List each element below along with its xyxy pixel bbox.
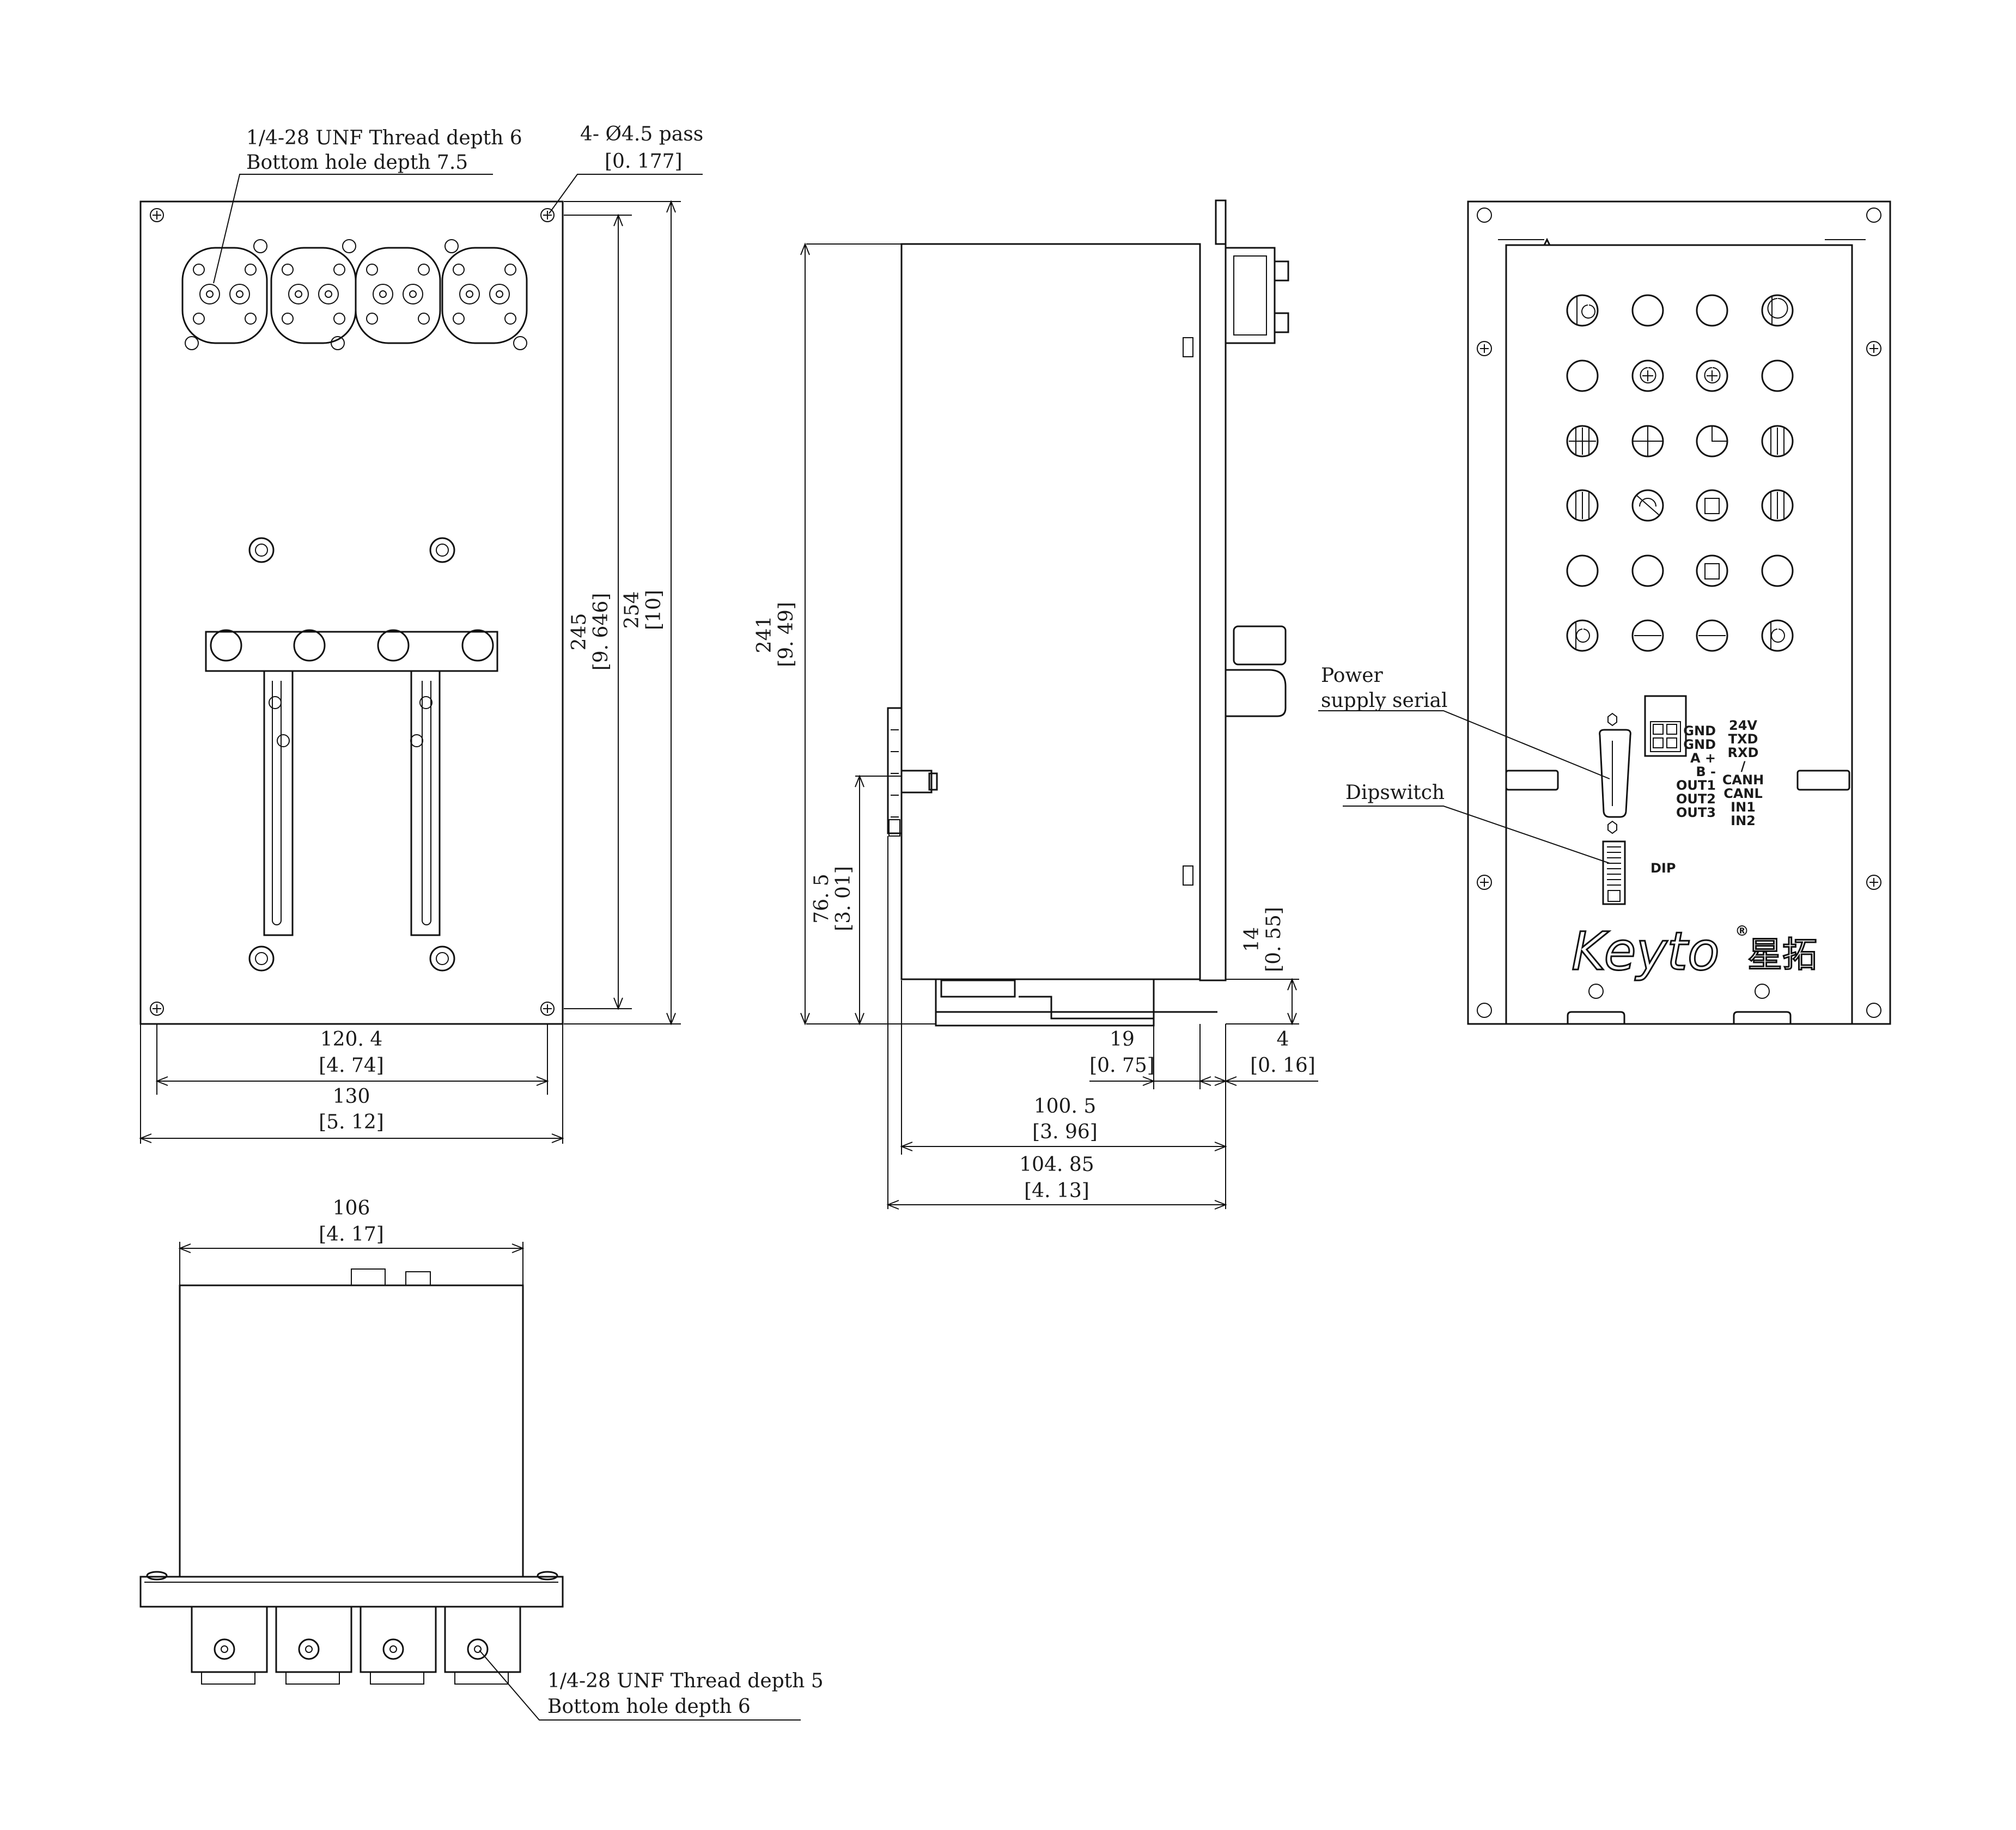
side-body bbox=[900, 243, 1201, 980]
svg-text:®: ® bbox=[1735, 923, 1749, 940]
svg-text:IN1: IN1 bbox=[1731, 800, 1756, 815]
dim-14-in: [0. 55] bbox=[1263, 907, 1285, 972]
dip-leader bbox=[1343, 806, 1610, 864]
dim-106: 106 bbox=[333, 1197, 370, 1219]
pass-hole-leader bbox=[549, 174, 703, 214]
bottom-thread-label-2: Bottom hole depth 6 bbox=[547, 1695, 751, 1718]
front-plate bbox=[139, 200, 564, 1025]
svg-text:A +: A + bbox=[1690, 751, 1716, 766]
back-port-grid bbox=[1566, 294, 1794, 652]
front-standoffs bbox=[248, 537, 455, 972]
svg-text:GND: GND bbox=[1683, 723, 1716, 739]
top-thread-label-2: Bottom hole depth 7.5 bbox=[246, 151, 468, 174]
dim-4: 4 bbox=[1277, 1028, 1289, 1051]
svg-text:OUT2: OUT2 bbox=[1676, 791, 1716, 807]
dim-106-in: [4. 17] bbox=[319, 1223, 384, 1246]
front-vertical-dims: 245 [9. 646] 254 [10] bbox=[564, 200, 681, 1026]
svg-text:IN2: IN2 bbox=[1731, 813, 1756, 828]
dim-104-85: 104. 85 bbox=[1019, 1154, 1094, 1176]
side-dims: 241 [9. 49] 76. 5 [3. 01] 14 [0. 55] 19 … bbox=[753, 242, 1318, 1210]
bottom-thread-label-1: 1/4-28 UNF Thread depth 5 bbox=[547, 1670, 824, 1692]
front-bracket bbox=[205, 629, 498, 936]
side-base bbox=[935, 978, 1217, 1027]
svg-text:24V: 24V bbox=[1729, 718, 1757, 733]
dim-4-in: [0. 16] bbox=[1250, 1054, 1315, 1077]
svg-text:Keyto: Keyto bbox=[1572, 921, 1720, 982]
dim-245: 245 bbox=[568, 613, 590, 651]
dim-76-5: 76. 5 bbox=[811, 874, 833, 924]
side-top-connector bbox=[1225, 247, 1289, 344]
svg-text:OUT3: OUT3 bbox=[1676, 805, 1716, 820]
dim-100-5: 100. 5 bbox=[1034, 1095, 1097, 1118]
pass-hole-label-2: [0. 177] bbox=[605, 150, 683, 173]
dim-100-5-in: [3. 96] bbox=[1032, 1121, 1098, 1143]
dim-241: 241 bbox=[753, 616, 776, 654]
dim-254-in: [10] bbox=[643, 590, 665, 630]
rf-connector-flanges bbox=[181, 239, 528, 350]
svg-text:CANH: CANH bbox=[1722, 772, 1764, 788]
top-thread-leader bbox=[213, 174, 493, 284]
back-frame bbox=[1467, 200, 1891, 1025]
dim-19-in: [0. 75] bbox=[1089, 1054, 1155, 1077]
dim-120-4-in: [4. 74] bbox=[319, 1054, 384, 1077]
back-view: GND GND A + B - OUT1 OUT2 OUT3 24V TXD R… bbox=[1318, 200, 1891, 1025]
svg-text:OUT1: OUT1 bbox=[1676, 778, 1716, 793]
front-view: 1/4-28 UNF Thread depth 6 Bottom hole de… bbox=[139, 123, 703, 1144]
power-leader bbox=[1318, 710, 1610, 779]
pin-labels-left: GND GND A + B - OUT1 OUT2 OUT3 bbox=[1676, 723, 1716, 820]
bottom-view: 106 [4. 17] 1/4-28 UNF Thread depth 5 Bo… bbox=[139, 1197, 824, 1721]
corner-holes bbox=[150, 208, 555, 1016]
keyto-logo: Keyto 星拓 ® bbox=[1571, 920, 1818, 983]
top-thread-label-1: 1/4-28 UNF Thread depth 6 bbox=[246, 127, 522, 149]
dim-241-in: [9. 49] bbox=[775, 602, 797, 667]
dim-19: 19 bbox=[1110, 1028, 1135, 1051]
db-connector bbox=[1599, 712, 1631, 834]
side-gland bbox=[1226, 625, 1287, 717]
side-plate bbox=[1199, 199, 1227, 981]
dim-76-5-in: [3. 01] bbox=[832, 866, 855, 931]
dim-14: 14 bbox=[1241, 927, 1263, 952]
dim-130: 130 bbox=[333, 1085, 370, 1108]
pin-labels-right: 24V TXD RXD / CANH CANL IN1 IN2 bbox=[1722, 718, 1764, 828]
back-corner-holes bbox=[1477, 208, 1881, 1018]
bottom-body bbox=[179, 1284, 524, 1578]
dim-104-85-in: [4. 13] bbox=[1024, 1180, 1089, 1202]
bottom-connectors bbox=[191, 1606, 521, 1685]
dim-245-in: [9. 646] bbox=[590, 593, 612, 671]
dim-254: 254 bbox=[621, 591, 643, 629]
dip-label: Dipswitch bbox=[1345, 782, 1445, 804]
svg-text:B -: B - bbox=[1696, 764, 1716, 779]
svg-text:/: / bbox=[1741, 759, 1746, 774]
side-view: 241 [9. 49] 76. 5 [3. 01] 14 [0. 55] 19 … bbox=[753, 199, 1318, 1210]
svg-text:CANL: CANL bbox=[1723, 786, 1763, 801]
side-rear-connector bbox=[887, 707, 938, 837]
dip-text: DIP bbox=[1650, 861, 1676, 876]
dip-switch: DIP bbox=[1602, 840, 1676, 905]
dim-120-4: 120. 4 bbox=[320, 1028, 383, 1051]
power-label-2: supply serial bbox=[1321, 690, 1448, 712]
svg-text:TXD: TXD bbox=[1728, 731, 1758, 747]
svg-text:星拓: 星拓 bbox=[1747, 935, 1817, 975]
dim-130-in: [5. 12] bbox=[319, 1111, 384, 1133]
front-horizontal-dims: 120. 4 [4. 74] 130 [5. 12] bbox=[139, 1024, 564, 1144]
power-label-1: Power bbox=[1321, 664, 1384, 687]
power-connector bbox=[1644, 695, 1687, 757]
svg-text:RXD: RXD bbox=[1728, 745, 1759, 760]
pass-hole-label-1: 4- Ø4.5 pass bbox=[580, 123, 703, 145]
bottom-thread-leader bbox=[479, 1650, 801, 1721]
svg-text:GND: GND bbox=[1683, 737, 1716, 752]
